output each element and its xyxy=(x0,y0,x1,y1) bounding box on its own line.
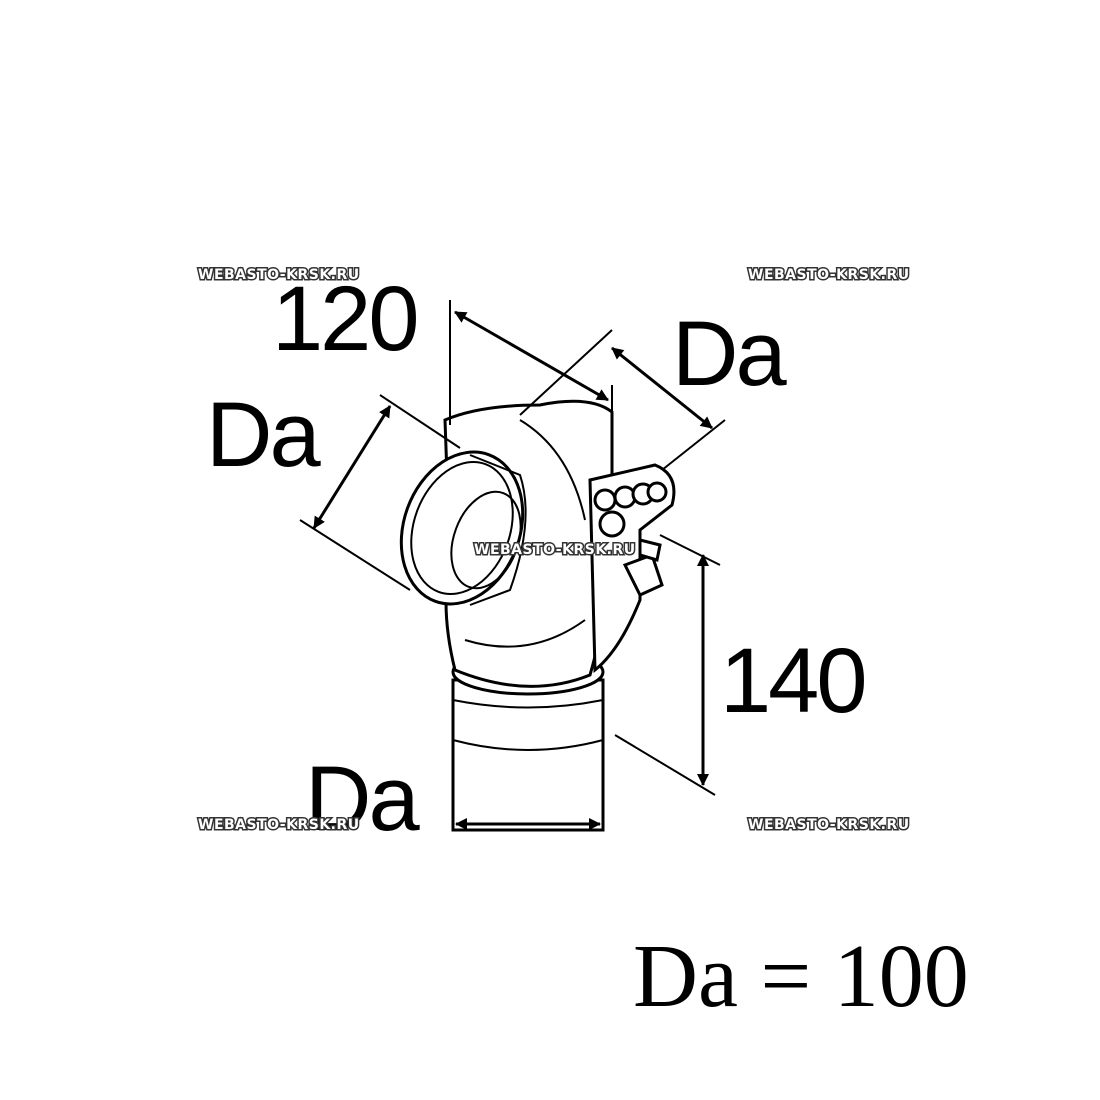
elbow-fitting xyxy=(399,399,676,832)
diameter-formula: Da = 100 xyxy=(633,927,969,1026)
watermark-bottom-right: WEBASTO-KRSK.RU xyxy=(748,817,910,833)
dim-label-da-bottom: Da xyxy=(305,748,420,850)
watermark-center: WEBASTO-KRSK.RU xyxy=(474,542,636,558)
watermark-top-right: WEBASTO-KRSK.RU xyxy=(748,267,910,283)
dim-label-140: 140 xyxy=(720,630,865,732)
dim-label-da-left: Da xyxy=(206,384,321,486)
dimension-lines xyxy=(299,300,726,830)
watermark-top-left: WEBASTO-KRSK.RU xyxy=(198,267,360,283)
dim-label-da-upper-right: Da xyxy=(672,303,787,405)
watermark-bottom-left: WEBASTO-KRSK.RU xyxy=(198,817,360,833)
dim-label-120: 120 xyxy=(272,268,417,370)
